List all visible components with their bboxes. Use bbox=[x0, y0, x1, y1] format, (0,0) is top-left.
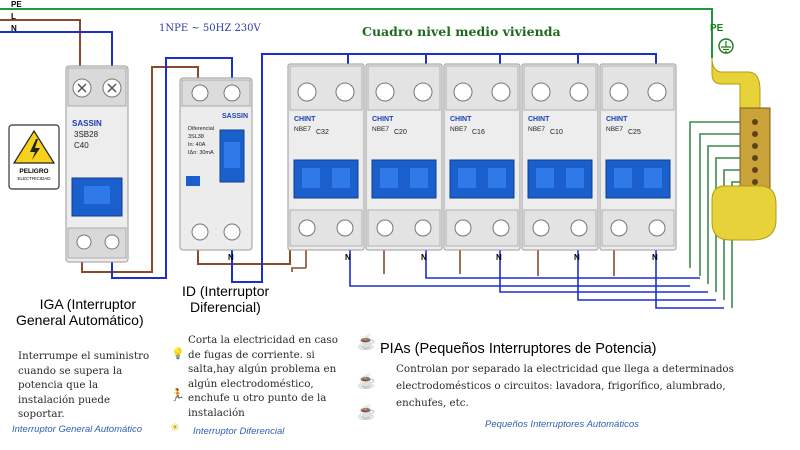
id-desc-line: de fugas de corriente. si bbox=[188, 348, 315, 361]
pia-brand-text: CHINT bbox=[606, 116, 628, 123]
danger-line2: ELECTRICIDAD bbox=[17, 176, 51, 181]
iga-heading-line1: IGA (Interruptor bbox=[39, 296, 137, 312]
pe-wire bbox=[0, 8, 713, 58]
pia-brand-text: CHINT bbox=[450, 116, 472, 123]
id-desc-line: algún electrodoméstico, bbox=[188, 377, 314, 390]
diagram-title: Cuadro nivel medio vivienda bbox=[362, 24, 561, 39]
iga-desc-line: cuando se supera la bbox=[18, 364, 123, 377]
id-heading: ID (Interruptor Diferencial) bbox=[182, 283, 269, 315]
line-wire-label: L bbox=[11, 12, 16, 21]
pia-rating-text: C16 bbox=[472, 129, 485, 136]
id-desc-line: Corta la electricidad en caso bbox=[188, 334, 338, 346]
id-model-text: 3SL38 bbox=[188, 134, 204, 140]
pia-description: Controlan por separado la electricidad q… bbox=[396, 361, 734, 412]
id-desc-line: instalación bbox=[188, 406, 245, 419]
svg-text:N: N bbox=[345, 253, 351, 262]
pia-brand-text: CHINT bbox=[372, 116, 394, 123]
iga-desc-line: soportar. bbox=[18, 408, 65, 421]
id-spec-line: IΔn: 30mA bbox=[188, 150, 214, 156]
iga-heading-line2: General Automático) bbox=[16, 312, 144, 328]
pia-heading: PIAs (Pequeños Interruptores de Potencia… bbox=[380, 341, 657, 357]
neutral-wire bbox=[0, 31, 657, 283]
id-brand-text: SASSIN bbox=[222, 113, 248, 120]
danger-sign-text: PELIGRO ELECTRICIDAD bbox=[10, 168, 58, 182]
iga-model-text: 3SB28 bbox=[74, 130, 99, 139]
iga-brand-text: SASSIN bbox=[72, 119, 102, 128]
pia-footer: Pequeños Interruptores Automáticos bbox=[485, 419, 639, 430]
iga-breaker: SASSIN 3SB28 C40 bbox=[65, 65, 129, 263]
id-desc-line: enchufe u otro punto de la bbox=[188, 392, 327, 405]
danger-line1: PELIGRO bbox=[19, 168, 49, 175]
id-footer: Interruptor Diferencial bbox=[193, 426, 285, 437]
neutral-wire-label: N bbox=[11, 24, 17, 33]
coffee-cup-red-icon: ☕ bbox=[357, 404, 376, 421]
svg-text:N: N bbox=[652, 253, 658, 262]
pia-rating-text: C10 bbox=[550, 129, 563, 136]
ground-wires bbox=[689, 121, 752, 308]
id-heading-line2: Diferencial) bbox=[190, 299, 261, 315]
id-breaker: SASSIN Diferencial 3SL38 In: 40A IΔn: 30… bbox=[179, 77, 253, 251]
svg-text:N: N bbox=[574, 253, 580, 262]
id-spec-line: In: 40A bbox=[188, 142, 206, 148]
pia-breaker: CHINT NBE7 C20 bbox=[365, 63, 443, 251]
lightbulb-icon: 💡 bbox=[171, 348, 185, 360]
pe-label: PE bbox=[710, 23, 724, 34]
iga-description: Interrumpe el suministro cuando se super… bbox=[18, 349, 149, 422]
coffee-cup-blue-icon: ☕ bbox=[357, 334, 376, 351]
pia-brand-text: CHINT bbox=[294, 116, 316, 123]
pia-breaker: CHINT NBE7 C10 bbox=[521, 63, 599, 251]
pia-brand-text: CHINT bbox=[528, 116, 550, 123]
iga-footer: Interruptor General Automático bbox=[12, 424, 143, 435]
pia-breaker: CHINT NBE7 C25 bbox=[599, 63, 677, 251]
id-description: Corta la electricidad en caso de fugas d… bbox=[188, 333, 338, 421]
pe-wire-label: PE bbox=[11, 0, 22, 9]
iga-rating-text: C40 bbox=[74, 141, 89, 150]
svg-text:N: N bbox=[228, 253, 234, 262]
pia-rating-text: C20 bbox=[394, 129, 407, 136]
id-desc-line: salta,hay algún problema en bbox=[188, 363, 337, 376]
iga-desc-line: instalación puede bbox=[18, 393, 111, 406]
pia-model-text: NBE7 bbox=[528, 126, 545, 133]
pia-rating-text: C25 bbox=[628, 129, 641, 136]
iga-desc-line: Interrumpe el suministro bbox=[18, 350, 150, 362]
iga-desc-line: potencia que la bbox=[18, 379, 99, 392]
danger-sign bbox=[8, 124, 60, 190]
pia-model-text: NBE7 bbox=[606, 126, 623, 133]
sun-icon: ☀ bbox=[170, 422, 180, 434]
pia-breaker: CHINT NBE7 C32 bbox=[287, 63, 365, 251]
pia-model-text: NBE7 bbox=[372, 126, 389, 133]
pia-model-text: NBE7 bbox=[450, 126, 467, 133]
pia-rating-text: C32 bbox=[316, 129, 329, 136]
circuit-wires bbox=[291, 250, 724, 309]
pia-model-text: NBE7 bbox=[294, 126, 311, 133]
pia-breaker: CHINT NBE7 C16 bbox=[443, 63, 521, 251]
iga-heading: IGA (Interruptor General Automático) bbox=[16, 296, 144, 328]
id-spec-line: Diferencial bbox=[188, 126, 214, 132]
coffee-cup-orange-icon: ☕ bbox=[357, 373, 376, 390]
pia-desc-line: Controlan por separado la electricidad q… bbox=[396, 363, 734, 375]
svg-text:N: N bbox=[421, 253, 427, 262]
svg-text:N: N bbox=[496, 253, 502, 262]
supply-label: 1NPE ~ 50HZ 230V bbox=[159, 23, 261, 34]
pia-desc-line: electrodomésticos o circuitos: lavadora,… bbox=[396, 380, 726, 392]
id-heading-line1: ID (Interruptor bbox=[182, 283, 270, 299]
running-person-icon: 🏃 bbox=[170, 388, 185, 402]
ground-busbar bbox=[711, 38, 777, 241]
pia-desc-line: enchufes, etc. bbox=[396, 397, 469, 409]
